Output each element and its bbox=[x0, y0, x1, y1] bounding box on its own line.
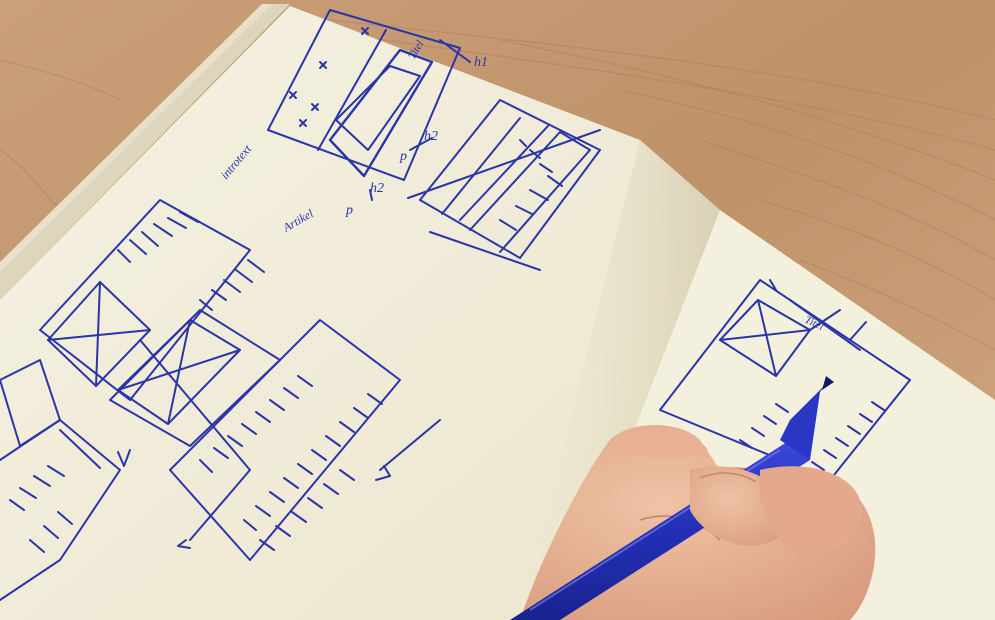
label-h2-b: h2 bbox=[370, 181, 384, 196]
label-p-a: p bbox=[399, 149, 407, 164]
label-h2-a: h2 bbox=[424, 129, 438, 144]
label-p-b: p bbox=[345, 203, 353, 218]
label-h1: h1 bbox=[474, 55, 488, 70]
